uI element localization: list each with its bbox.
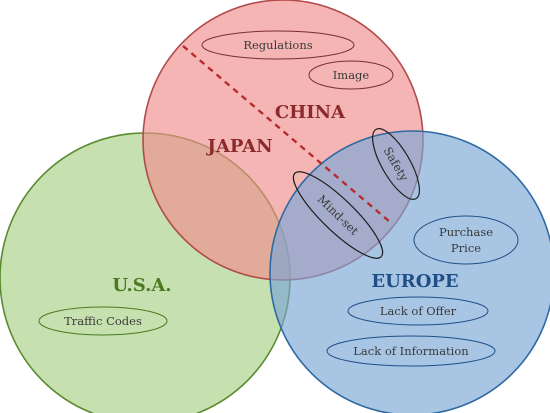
tag-purchase-price: Purchase Price <box>413 215 519 265</box>
tag-regulations: Regulations <box>201 30 355 60</box>
tag-purchase-price-label-line2: Price <box>451 241 481 255</box>
tag-purchase-price-label-line1: Purchase <box>439 225 493 239</box>
tag-traffic-codes: Traffic Codes <box>38 306 168 336</box>
tag-image-label: Image <box>333 68 370 82</box>
tag-traffic-codes-label: Traffic Codes <box>64 314 142 328</box>
china-label: CHINA <box>275 102 346 123</box>
tag-image: Image <box>308 60 394 90</box>
tag-lack-of-information-label: Lack of Information <box>353 344 469 358</box>
japan-label: JAPAN <box>205 136 272 157</box>
tag-lack-of-offer: Lack of Offer <box>347 296 489 326</box>
europe-label: EUROPE <box>371 271 458 292</box>
usa-label: U.S.A. <box>112 275 171 296</box>
tag-regulations-label: Regulations <box>243 38 312 52</box>
tag-lack-of-information: Lack of Information <box>326 335 496 367</box>
tag-lack-of-offer-label: Lack of Offer <box>380 304 457 318</box>
china-japan-divider <box>182 45 391 223</box>
